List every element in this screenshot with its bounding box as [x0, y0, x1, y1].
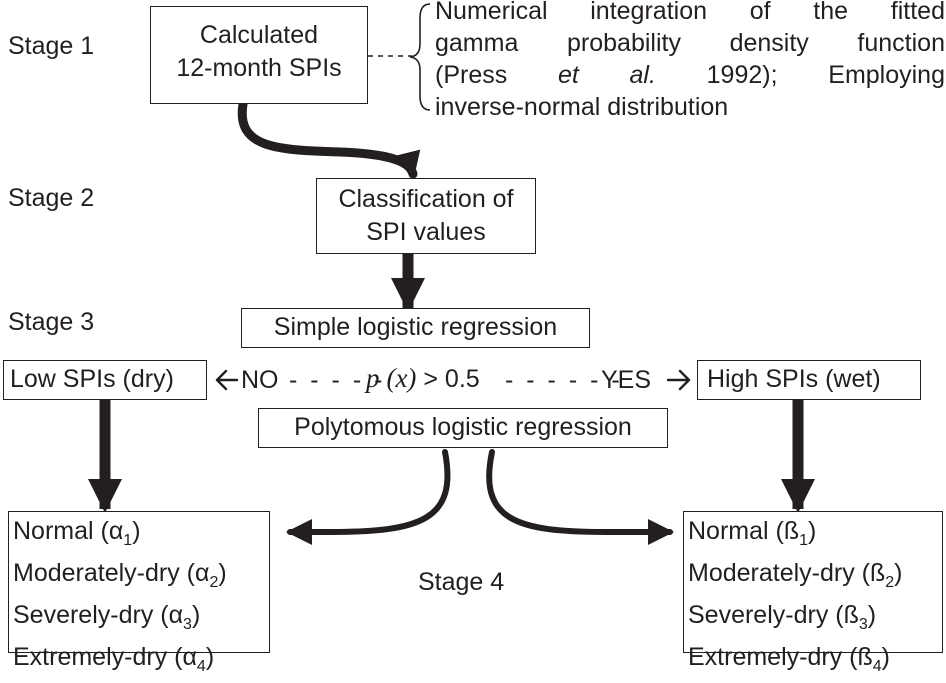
- note-word: gamma: [435, 29, 519, 57]
- calculated-spi-box: Calculated 12-month SPIs: [150, 6, 368, 104]
- note-word: probability: [567, 29, 681, 57]
- decision-yes-label: YES: [601, 366, 652, 394]
- low-spis-box: Low SPIs (dry): [3, 360, 207, 400]
- note-word: fitted: [890, 0, 945, 25]
- note-word: 1992);: [706, 61, 778, 89]
- probability-threshold: > 0.5: [423, 365, 480, 393]
- note-word: Employing: [828, 61, 945, 89]
- beta-item-1: Normal (ß1): [688, 517, 817, 549]
- probability-x: (x): [386, 363, 417, 393]
- method-note-line-4: inverse-normal distribution: [435, 93, 729, 121]
- low-spis-label: Low SPIs (dry): [10, 365, 174, 393]
- dry-categories-beta-box: Normal (ß1) Moderately-dry (ß2) Severely…: [683, 511, 943, 675]
- note-word: of: [749, 0, 771, 25]
- note-word: (Press: [435, 61, 508, 89]
- note-word: integration: [590, 0, 707, 25]
- decision-probability: p (x) > 0.5: [366, 362, 480, 396]
- method-note-line-1: Numerical integration of the fitted: [435, 0, 945, 27]
- high-spis-box: High SPIs (wet): [697, 360, 921, 400]
- alpha-item-1: Normal (α1): [13, 517, 141, 549]
- arrow-poly-to-alpha: [286, 449, 451, 545]
- polytomous-logistic-regression-box: Polytomous logistic regression: [258, 408, 668, 448]
- classification-line-2: SPI values: [366, 218, 486, 246]
- connector-layer: [88, 3, 815, 545]
- arrow-spi-to-classification: [237, 99, 421, 179]
- note-word: Numerical: [435, 0, 548, 25]
- decision-no-label: NO: [241, 366, 279, 394]
- simple-logistic-regression-box: Simple logistic regression: [241, 308, 590, 348]
- alpha-item-2: Moderately-dry (α2): [13, 559, 227, 591]
- beta-item-4: Extremely-dry (ß4): [688, 643, 890, 675]
- high-spis-label: High SPIs (wet): [707, 365, 881, 393]
- note-word: the: [813, 0, 849, 25]
- classification-box: Classification of SPI values: [316, 178, 536, 254]
- alpha-item-3: Severely-dry (α3): [13, 601, 201, 633]
- polytomous-logistic-regression-label: Polytomous logistic regression: [294, 413, 632, 441]
- arrow-yes-right: [666, 369, 691, 391]
- stage-2-label: Stage 2: [8, 184, 95, 212]
- decision-dashes-left: - - - - -: [289, 366, 386, 394]
- alpha-item-4: Extremely-dry (α4): [13, 643, 215, 675]
- curly-brace: [409, 3, 431, 111]
- note-word: density: [729, 29, 809, 57]
- dry-categories-alpha-box: Normal (α1) Moderately-dry (α2) Severely…: [8, 511, 270, 675]
- beta-item-2: Moderately-dry (ß2): [688, 559, 903, 591]
- arrow-no-left: [215, 369, 239, 391]
- method-note-line-2: gamma probability density function: [435, 27, 945, 59]
- note-word: function: [857, 29, 945, 57]
- simple-logistic-regression-label: Simple logistic regression: [273, 313, 558, 341]
- classification-line-1: Classification of: [338, 185, 514, 213]
- note-word-italic: et: [557, 61, 579, 89]
- probability-p: p: [366, 363, 380, 393]
- stage-1-label: Stage 1: [8, 32, 95, 60]
- method-note-line-3: (Press et al. 1992); Employing: [435, 59, 945, 91]
- stage-3-label: Stage 3: [8, 308, 95, 336]
- stage-4-label: Stage 4: [418, 568, 505, 596]
- arrow-poly-to-beta: [486, 449, 674, 545]
- beta-item-3: Severely-dry (ß3): [688, 601, 877, 633]
- calculated-spi-line-1: Calculated: [199, 21, 319, 49]
- calculated-spi-line-2: 12-month SPIs: [176, 54, 342, 82]
- method-note: Numerical integration of the fitted gamm…: [435, 0, 945, 123]
- note-word-italic: al.: [629, 61, 656, 89]
- decision-dashes-right: - - - - - -: [505, 366, 623, 394]
